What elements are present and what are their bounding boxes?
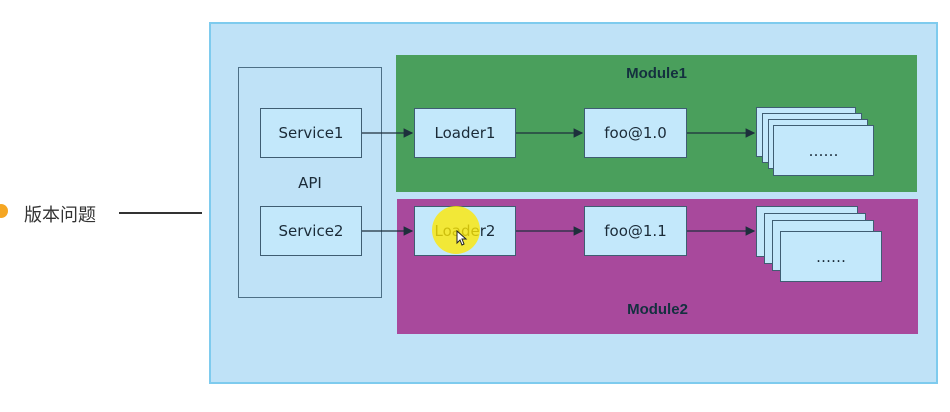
module2-ellipsis: …… xyxy=(816,247,846,266)
bullet-dot xyxy=(0,204,8,218)
service1-label: Service1 xyxy=(278,124,344,142)
module2-title: Module2 xyxy=(627,301,688,318)
api-label: API xyxy=(298,174,322,192)
foo11-node: foo@1.1 xyxy=(584,206,687,256)
foo10-node: foo@1.0 xyxy=(584,108,687,158)
mouse-cursor-icon xyxy=(456,229,468,246)
service1-node: Service1 xyxy=(260,108,362,158)
foo11-label: foo@1.1 xyxy=(604,222,667,240)
foo10-label: foo@1.0 xyxy=(604,124,667,142)
loader1-label: Loader1 xyxy=(434,124,496,142)
cursor-highlight xyxy=(432,206,480,254)
loader1-node: Loader1 xyxy=(414,108,516,158)
service2-label: Service2 xyxy=(278,222,344,240)
module1-title: Module1 xyxy=(626,65,687,82)
annotation-pointer-line xyxy=(119,212,202,214)
module1-ellipsis: …… xyxy=(808,141,839,160)
api-box xyxy=(238,67,382,298)
service2-node: Service2 xyxy=(260,206,362,256)
side-annotation-text: 版本问题 xyxy=(24,205,96,226)
module2-stack-card-front: …… xyxy=(780,231,882,282)
module1-stack-card-front: …… xyxy=(773,125,874,176)
